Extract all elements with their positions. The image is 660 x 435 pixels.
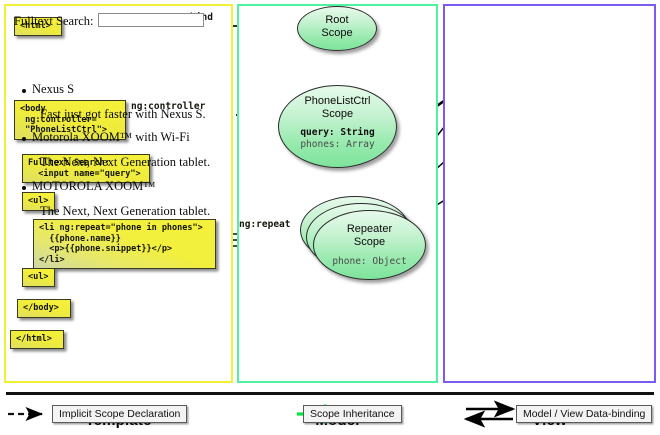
scope-var-query: query: String <box>300 127 375 138</box>
scope-phonelistctrl-vars: query: String phones: Array <box>300 127 374 150</box>
view-item-snippet-2: The Next, Next Generation tablet. <box>40 155 211 169</box>
code-box-ul-open: <ul> <box>22 192 55 211</box>
fulltext-search-input[interactable] <box>98 13 204 27</box>
view-bullet-1 <box>22 89 26 93</box>
panel-model <box>237 4 438 383</box>
view-item-name-2: Motorola XOOM™ with Wi-Fi <box>32 130 190 144</box>
code-box-body-open: <body ng:controller= "PhoneListCtrl"> <box>14 100 126 140</box>
legend: Implicit Scope Declaration Scope Inherit… <box>0 392 660 435</box>
view-item-name-3: MOTOROLA XOOM™ <box>32 179 156 193</box>
legend-item-model-view-data-binding: Model / View Data-binding <box>516 405 653 423</box>
connector-label-ng-repeat: ng:repeat <box>239 219 291 230</box>
code-box-ul-close: <ul> <box>22 268 55 287</box>
legend-item-scope-inheritance: Scope Inheritance <box>303 405 402 423</box>
scope-var-phone: phone: Object <box>332 256 407 267</box>
view-bullet-3 <box>22 186 26 190</box>
scope-var-phones: phones: Array <box>300 138 375 150</box>
legend-divider <box>6 392 654 395</box>
code-box-li-repeat: <li ng:repeat="phone in phones"> {{phone… <box>33 219 216 269</box>
legend-item-implicit-scope-declaration: Implicit Scope Declaration <box>52 405 188 423</box>
panel-view <box>443 4 656 383</box>
code-box-html-open: <html> <box>14 17 62 36</box>
view-item-name-1: Nexus S <box>32 82 75 96</box>
code-box-html-close: </html> <box>10 330 64 349</box>
code-box-fulltext-search: Fulltext Search: <input name="query"> <box>22 154 150 183</box>
view-item-snippet-3: The Next, Next Generation tablet. <box>40 204 211 218</box>
view-item-snippet-1: Fast just got faster with Nexus S. <box>40 107 206 121</box>
code-box-body-close: </body> <box>17 299 71 318</box>
connector-label-ng-controller: ng:controller <box>131 101 206 112</box>
view-bullet-2 <box>22 137 26 141</box>
view-search-label: Fulltext Search: <box>14 14 94 28</box>
